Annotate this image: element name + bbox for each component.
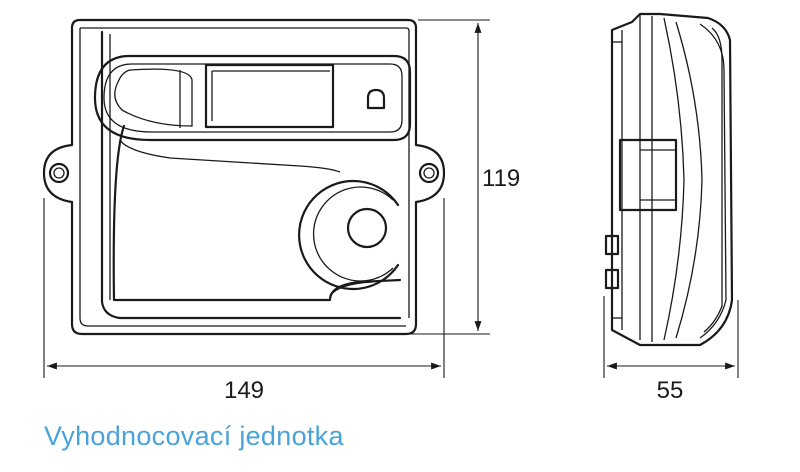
front-view: [42, 18, 446, 336]
diagram-caption: Vyhodnocovací jednotka: [44, 421, 344, 451]
front-inner-frame: [100, 30, 402, 320]
display-module: [93, 54, 412, 142]
dimension-depth: 55: [603, 296, 739, 404]
side-connector-bottom: [604, 268, 620, 290]
lcd-screen: [204, 63, 335, 129]
mounting-hole-right-icon: [418, 162, 440, 184]
side-body-outline: [610, 12, 734, 347]
dimension-depth-label: 55: [657, 377, 684, 404]
front-lower-body: [112, 124, 402, 302]
front-housing-inner-edge-2: [79, 28, 406, 327]
dimension-height: 119: [360, 19, 520, 335]
display-button-icon: [366, 88, 386, 110]
sensor-knob-icon: [298, 179, 400, 291]
display-tongue: [114, 68, 193, 127]
dimension-width-label: 149: [224, 377, 264, 404]
side-view: [604, 12, 734, 347]
dimension-width: 149: [43, 198, 445, 404]
side-mounting-block: [618, 138, 678, 212]
mounting-hole-left-icon: [48, 162, 70, 184]
front-housing-inner-edge: [80, 27, 410, 318]
dimension-height-label: 119: [482, 165, 520, 192]
side-connector-top: [604, 234, 620, 256]
